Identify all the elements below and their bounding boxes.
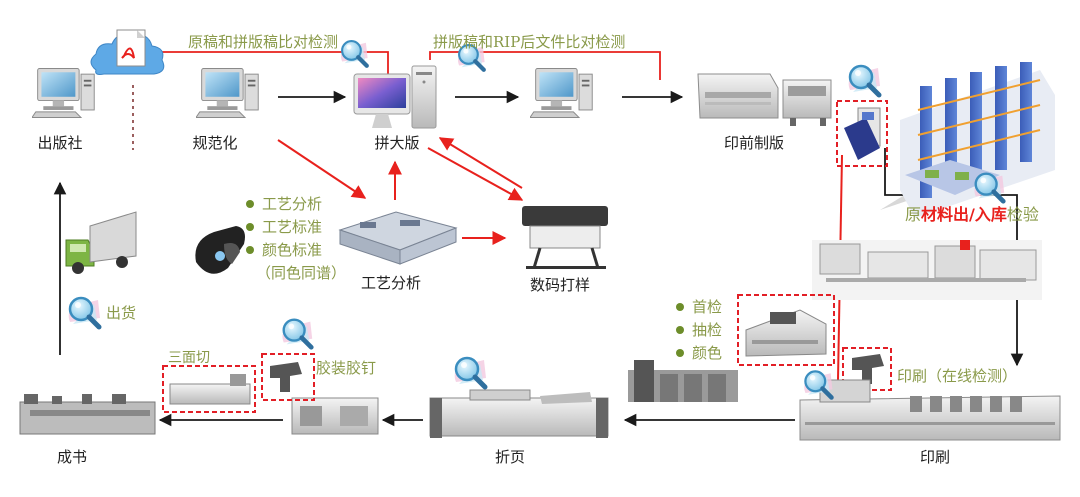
node-folding: 折页	[495, 448, 525, 466]
node-publisher: 出版社	[37, 134, 82, 152]
process-list-item: 工艺标准	[262, 218, 322, 236]
bullet-dot	[246, 246, 254, 254]
magnifier-icon	[974, 174, 1004, 202]
publisher-computer-icon	[32, 68, 95, 118]
rip-computer-icon	[530, 68, 593, 118]
normalize-computer-icon	[196, 68, 259, 118]
red-arrow-to-process	[277, 139, 367, 199]
process-list-item: （同色同谱）	[256, 264, 346, 282]
magnifier-icon	[341, 41, 368, 66]
platesetter-icon	[697, 73, 832, 126]
printing-press-icon	[799, 379, 1061, 441]
check-imposed-vs-rip: 拼版稿和RIP后文件比对检测	[433, 33, 625, 51]
bracket-imposed-vs-rip	[429, 51, 661, 80]
bullet-dot	[246, 200, 254, 208]
process-list-item: 工艺分析	[262, 195, 322, 213]
book-line-icon	[19, 394, 156, 435]
press-check-item: 颜色	[692, 344, 722, 362]
check-original-vs-imposed: 原稿和拼版稿比对检测	[188, 33, 338, 51]
truck-icon	[65, 211, 137, 274]
web-press-icon	[628, 360, 738, 402]
check-three-side-trim: 三面切	[168, 350, 210, 366]
magnifier-icon	[69, 298, 100, 327]
check-material-prefix: 原	[905, 205, 921, 224]
node-imposition: 拼大版	[374, 134, 419, 152]
folder-machine-icon	[429, 389, 609, 438]
imac-icon	[353, 65, 437, 129]
printer-icon	[522, 206, 608, 269]
red-arrow-imposition-to-proof	[427, 147, 524, 201]
red-arrow-proof-to-imposition	[438, 137, 523, 189]
check-material-highlight: 材料出/入库	[921, 205, 1007, 224]
press-check-item: 抽检	[692, 321, 722, 339]
node-prepress: 印前制版	[724, 134, 784, 152]
node-finished-book: 成书	[57, 448, 87, 466]
bullet-dot	[676, 326, 684, 334]
node-digital-proof: 数码打样	[530, 276, 590, 294]
binding-line-icon	[812, 240, 1042, 300]
check-material-in-out: 原材料出/入库检验	[905, 205, 1039, 224]
node-process-analysis: 工艺分析	[361, 274, 421, 292]
magnifier-icon	[282, 320, 312, 348]
magnifier-icon	[849, 66, 880, 95]
check-online-inspection: 印刷（在线检测）	[897, 367, 1017, 385]
bullet-dot	[676, 303, 684, 311]
check-binding: 胶装胶钉	[316, 359, 376, 377]
node-normalize: 规范化	[192, 134, 237, 152]
press-inspection-device	[737, 294, 835, 366]
magnifier-icon	[455, 358, 486, 387]
warehouse-icon	[900, 62, 1055, 218]
pdf-cloud-icon	[90, 29, 165, 75]
bullet-dot	[676, 349, 684, 357]
check-material-suffix: 检验	[1007, 205, 1039, 224]
binding-device	[261, 353, 315, 401]
press-check-item: 首检	[692, 298, 722, 316]
three-side-trim-device	[162, 365, 256, 413]
process-room-icon	[338, 211, 458, 265]
magnifier-icon	[804, 371, 832, 397]
colorimeter-icon	[195, 226, 245, 274]
bullet-dot	[246, 223, 254, 231]
process-list-item: 颜色标准	[262, 241, 322, 259]
binder-machine-icon	[291, 397, 379, 435]
node-printing: 印刷	[920, 448, 950, 466]
check-shipping: 出货	[106, 304, 136, 322]
plate-material-icon	[836, 100, 888, 167]
